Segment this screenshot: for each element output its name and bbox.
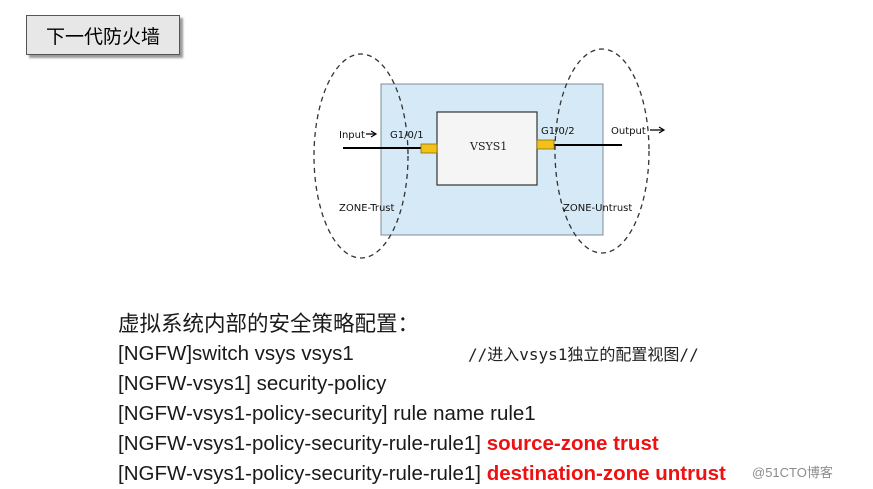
- port-g1-0-2: [536, 139, 555, 150]
- port-g1-0-1: [420, 143, 438, 154]
- vsys-label: VSYS1: [469, 140, 507, 153]
- config-command-4: source-zone trust: [486, 432, 659, 455]
- config-line-1: [NGFW]switch vsys vsys1 //进入vsys1独立的配置视图…: [118, 339, 726, 369]
- config-line-2: [NGFW-vsys1] security-policy: [118, 369, 726, 399]
- port-out-label: G1/0/2: [541, 126, 575, 137]
- zone-untrust-ellipse: [554, 48, 650, 254]
- vsys-diagram: Input G1/0/1 G1/0/2 Output VSYS1 ZONE-Tr…: [313, 48, 666, 259]
- config-line-3: [NGFW-vsys1-policy-security] rule name r…: [118, 399, 726, 429]
- config-heading: 虚拟系统内部的安全策略配置：: [118, 312, 420, 336]
- config-comment-1: //进入vsys1独立的配置视图//: [468, 345, 699, 364]
- config-line-5: [NGFW-vsys1-policy-security-rule-rule1] …: [118, 459, 726, 489]
- config-block: 虚拟系统内部的安全策略配置： [NGFW]switch vsys vsys1 /…: [118, 309, 726, 489]
- config-prompt-2: [NGFW-vsys1] security-policy: [118, 372, 387, 395]
- port-in-label: G1/0/1: [390, 130, 424, 141]
- config-prompt-3: [NGFW-vsys1-policy-security] rule name r…: [118, 402, 536, 425]
- input-arrow-icon: [366, 130, 378, 138]
- zone-trust-label: ZONE-Trust: [339, 203, 395, 214]
- zone-untrust-label: ZONE-Untrust: [563, 203, 632, 214]
- output-label: Output: [611, 126, 646, 137]
- output-arrow-icon: [650, 126, 666, 134]
- config-line-4: [NGFW-vsys1-policy-security-rule-rule1] …: [118, 429, 726, 459]
- watermark: @51CTO博客: [752, 465, 833, 480]
- config-prompt-1: [NGFW]switch vsys vsys1: [118, 342, 354, 365]
- input-label: Input: [339, 130, 365, 141]
- config-prompt-4: [NGFW-vsys1-policy-security-rule-rule1]: [118, 432, 487, 455]
- config-command-5: destination-zone untrust: [486, 462, 726, 485]
- zone-trust-ellipse: [313, 53, 409, 259]
- slide-title: 下一代防火墙: [26, 15, 180, 55]
- config-prompt-5: [NGFW-vsys1-policy-security-rule-rule1]: [118, 462, 487, 485]
